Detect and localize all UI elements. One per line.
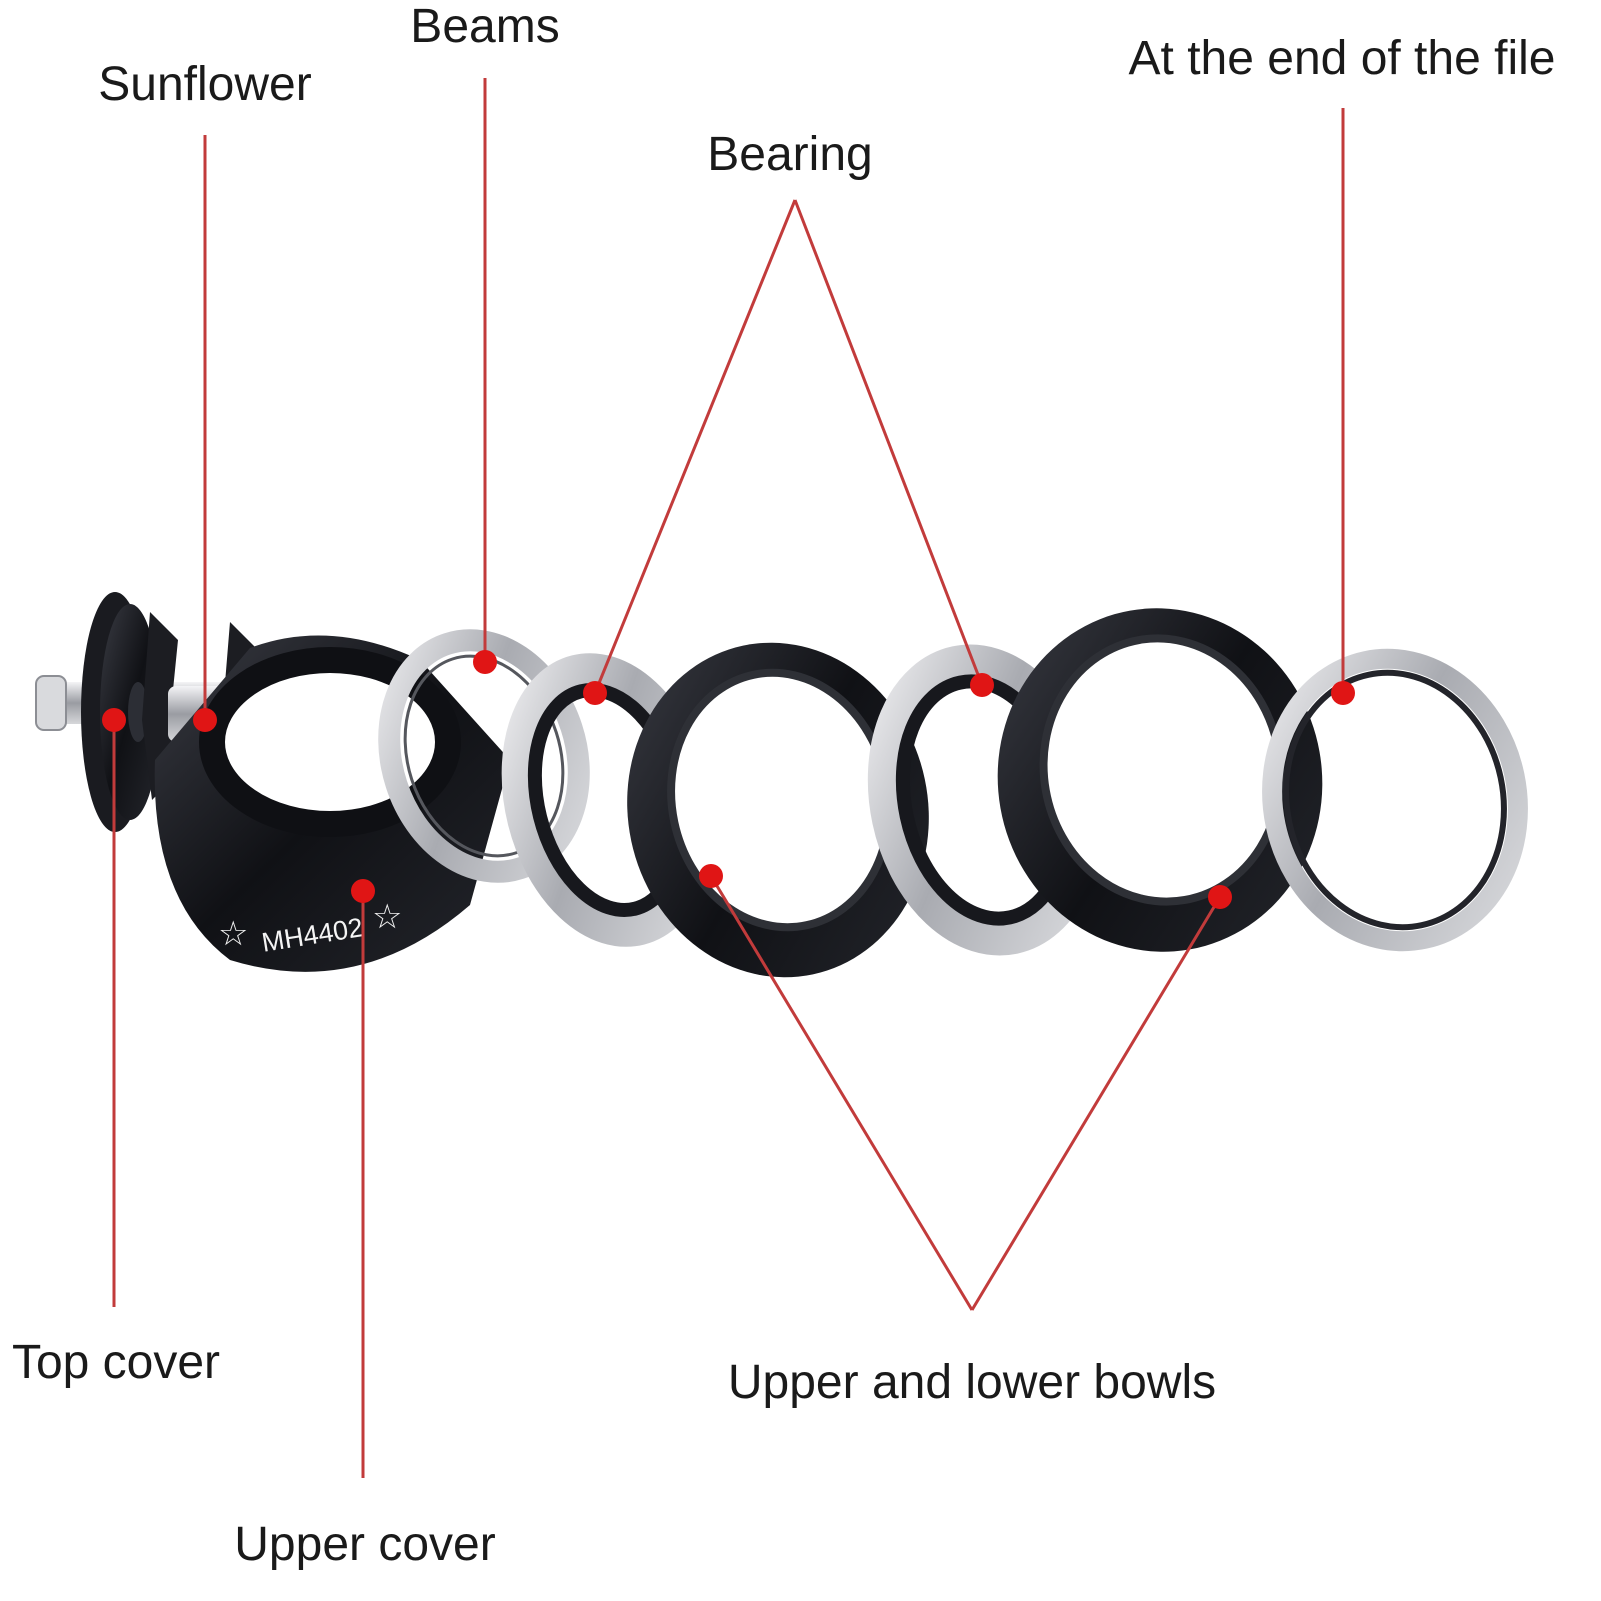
leader-bowls-right xyxy=(970,896,1222,1311)
labels: Sunflower Beams Bearing At the end of th… xyxy=(12,0,1556,1571)
marker-dots xyxy=(102,650,1355,909)
label-top-cover: Top cover xyxy=(12,1336,220,1389)
marker-end-ring xyxy=(1331,681,1355,705)
star-icon: ☆ xyxy=(218,914,248,954)
marker-bearing-2 xyxy=(970,673,994,697)
marker-bearing-1 xyxy=(583,681,607,705)
label-upper-cover: Upper cover xyxy=(234,1518,495,1571)
end-ring-part xyxy=(1262,648,1528,952)
upper-bowl-part xyxy=(627,642,929,978)
beams-part xyxy=(378,629,590,883)
label-sunflower: Sunflower xyxy=(98,58,311,111)
leader-lines xyxy=(112,78,1345,1478)
label-beams: Beams xyxy=(410,0,559,53)
marker-beams xyxy=(473,650,497,674)
marker-lower-bowl xyxy=(1208,885,1232,909)
label-bearing: Bearing xyxy=(707,128,872,181)
marker-top-cover xyxy=(102,708,126,732)
leader-bearing-left xyxy=(593,199,797,694)
leader-bowls-left xyxy=(709,875,974,1311)
marker-upper-cover xyxy=(351,879,375,903)
star-icon: ☆ xyxy=(372,897,402,937)
label-bowls: Upper and lower bowls xyxy=(728,1356,1216,1409)
lower-bowl-part xyxy=(997,608,1323,952)
parts-illustration: MH4402 ☆ ☆ xyxy=(35,592,1528,978)
marker-sunflower xyxy=(193,708,217,732)
marker-upper-bowl xyxy=(699,864,723,888)
leader-bearing-right xyxy=(793,199,984,686)
label-end-ring: At the end of the file xyxy=(1129,32,1556,85)
